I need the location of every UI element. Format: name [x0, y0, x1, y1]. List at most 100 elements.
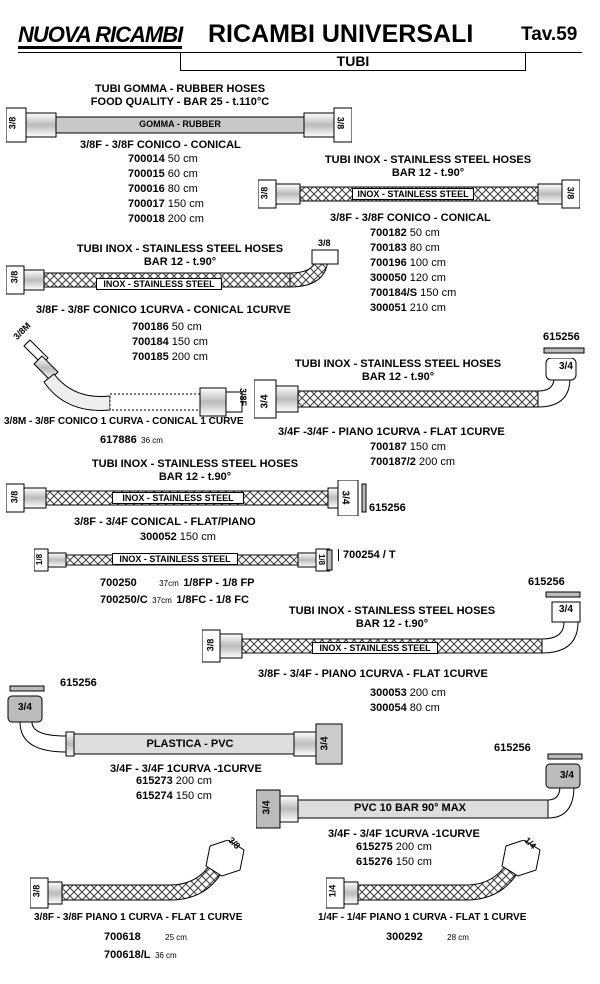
p9-band-label: PLASTICA - PVC — [146, 738, 234, 750]
p7-code-list: 700250 37cm 1/8FP - 1/8 FP 700250/C 37cm… — [100, 574, 255, 608]
p10-hose-drawing — [256, 763, 581, 829]
p5-spec: 3/4F -3/4F - PIANO 1CURVA - FLAT 1CURVE — [278, 426, 505, 438]
p10-band-label: PVC 10 BAR 90° MAX — [354, 802, 466, 814]
p9-code-list: 615273 200 cm 615274 150 cm — [136, 774, 212, 804]
section-title: TUBI — [180, 52, 526, 71]
p9-gasket-code: 615256 — [60, 677, 97, 689]
list-item: 700017 150 cm — [128, 198, 204, 210]
p10-end-left: 3/4 — [261, 800, 273, 815]
list-item: 700182 50 cm — [370, 227, 440, 239]
list-item: 700185 200 cm — [132, 351, 208, 363]
p6-end-right: 3/4 — [339, 490, 351, 505]
p6-spec: 3/8F - 3/4F CONICAL - FLAT/PIANO — [74, 516, 256, 528]
list-item: 617886 36 cm — [100, 434, 163, 446]
list-item: 300051 210 cm — [370, 302, 446, 314]
p5-gasket-icon — [543, 347, 585, 354]
p8-end-left: 3/8 — [205, 638, 216, 652]
list-item: 700016 80 cm — [128, 183, 198, 195]
list-item: 700183 80 cm — [370, 242, 440, 254]
p8-gasket-code: 615256 — [528, 576, 565, 588]
p8-code-list: 300053 200 cm 300054 80 cm — [370, 686, 446, 716]
p12-hose-drawing — [326, 840, 541, 909]
p2-spec: 3/8F - 3/8F CONICO - CONICAL — [330, 212, 491, 224]
p3-code-list: 700186 50 cm 700184 150 cm 700185 200 cm — [132, 320, 208, 365]
list-item: 700250 37cm 1/8FP - 1/8 FP — [100, 577, 255, 589]
list-item: 300050 120 cm — [370, 272, 446, 284]
p9-hose-drawing — [7, 695, 343, 765]
p6-code-list: 300052 150 cm — [140, 530, 216, 545]
p3-band-label: INOX - STAINLESS STEEL — [96, 278, 222, 290]
list-item: 700618 25 cm — [104, 931, 187, 943]
p8-gasket-icon — [545, 591, 581, 598]
p4-code-list: 617886 36 cm — [100, 430, 163, 448]
p10-gasket-code: 615256 — [494, 742, 531, 754]
p11-end-left: 3/8 — [31, 884, 42, 898]
p9-gasket-icon — [9, 685, 45, 692]
list-item: 615273 200 cm — [136, 775, 212, 787]
p3-spec: 3/8F - 3/8F CONICO 1CURVA - CONICAL 1CUR… — [36, 304, 291, 316]
brand-logo: NUOVA RICAMBI — [18, 22, 183, 49]
list-item: 300053 200 cm — [370, 687, 446, 699]
p9-spec: 3/4F - 3/4F 1CURVA -1CURVE — [110, 763, 262, 775]
p12-spec: 1/4F - 1/4F PIANO 1 CURVA - FLAT 1 CURVE — [318, 912, 527, 923]
list-item: 615275 200 cm — [356, 841, 432, 853]
p8-band-label: INOX - STAINLESS STEEL — [312, 642, 438, 654]
list-item: 300292 28 cm — [386, 931, 469, 943]
p8-hose-drawing — [202, 601, 581, 663]
p9-end-right: 3/4 — [319, 736, 331, 751]
p4-spec: 3/8M - 3/8F CONICO 1 CURVA - CONICAL 1 C… — [4, 416, 244, 427]
p5-hose-drawing — [254, 358, 577, 419]
p12-code-list: 300292 28 cm — [386, 928, 469, 946]
p11-code-list: 700618 25 cm 700618/L 36 cm — [104, 928, 187, 964]
p2-band-label: INOX - STAINLESS STEEL — [352, 188, 474, 200]
p11-spec: 3/8F - 3/8F PIANO 1 CURVA - FLAT 1 CURVE — [34, 912, 243, 923]
list-item: 700018 200 cm — [128, 213, 204, 225]
list-item: 700184/S 150 cm — [370, 287, 457, 299]
p3-hose-drawing — [6, 249, 339, 295]
p7-seal-icon — [326, 549, 333, 571]
p7-end-left: 1/8 — [35, 553, 45, 566]
list-item: 700186 50 cm — [132, 321, 202, 333]
p7-band-label: INOX - STAINLESS STEEL — [112, 553, 238, 565]
p12-end-left: 1/4 — [327, 884, 338, 898]
list-item: 700196 100 cm — [370, 257, 446, 269]
p1-code-list: 700014 50 cm 700015 60 cm 700016 80 cm 7… — [128, 152, 204, 227]
list-item: 700187 150 cm — [370, 441, 446, 453]
list-item: 615274 150 cm — [136, 790, 212, 802]
p10-end-right: 3/4 — [560, 770, 574, 781]
p6-band-label: INOX - STAINLESS STEEL — [112, 492, 244, 504]
p4-hose-drawing — [23, 339, 243, 417]
p6-gasket-code: 615256 — [369, 502, 406, 514]
p1-end-left: 3/8 — [7, 116, 18, 130]
list-item: 700184 150 cm — [132, 336, 208, 348]
header-rule — [18, 52, 582, 53]
p10-spec: 3/4F - 3/4F 1CURVA -1CURVE — [328, 828, 480, 840]
p1-hose-drawing — [6, 107, 352, 143]
list-item: 700014 50 cm — [128, 153, 198, 165]
p5-end-right: 3/4 — [559, 361, 573, 372]
p1-spec: 3/8F - 3/8F CONICO - CONICAL — [80, 139, 241, 151]
p10-gasket-icon — [547, 753, 583, 760]
p7-gasket-code: 700254 / T — [338, 549, 396, 561]
p4-end-right: 3/8F — [238, 387, 249, 407]
list-item: 700618/L 36 cm — [104, 949, 177, 961]
p2-code-list: 700182 50 cm 700183 80 cm 700196 100 cm … — [370, 226, 456, 316]
p10-code-list: 615275 200 cm 615276 150 cm — [356, 840, 432, 870]
list-item: 615276 150 cm — [356, 856, 432, 868]
list-item: 700015 60 cm — [128, 168, 198, 180]
p5-end-left: 3/4 — [259, 394, 271, 409]
list-item: 700187/2 200 cm — [370, 456, 456, 468]
p9-end-left: 3/4 — [18, 702, 32, 713]
p11-hose-drawing — [30, 840, 245, 909]
page-title: RICAMBI UNIVERSALI — [208, 20, 474, 48]
p3-end-right: 3/8 — [318, 238, 331, 248]
p5-gasket-code: 615256 — [543, 331, 580, 343]
list-item: 300054 80 cm — [370, 702, 440, 714]
p1-band-label: GOMMA - RUBBER — [139, 119, 221, 129]
